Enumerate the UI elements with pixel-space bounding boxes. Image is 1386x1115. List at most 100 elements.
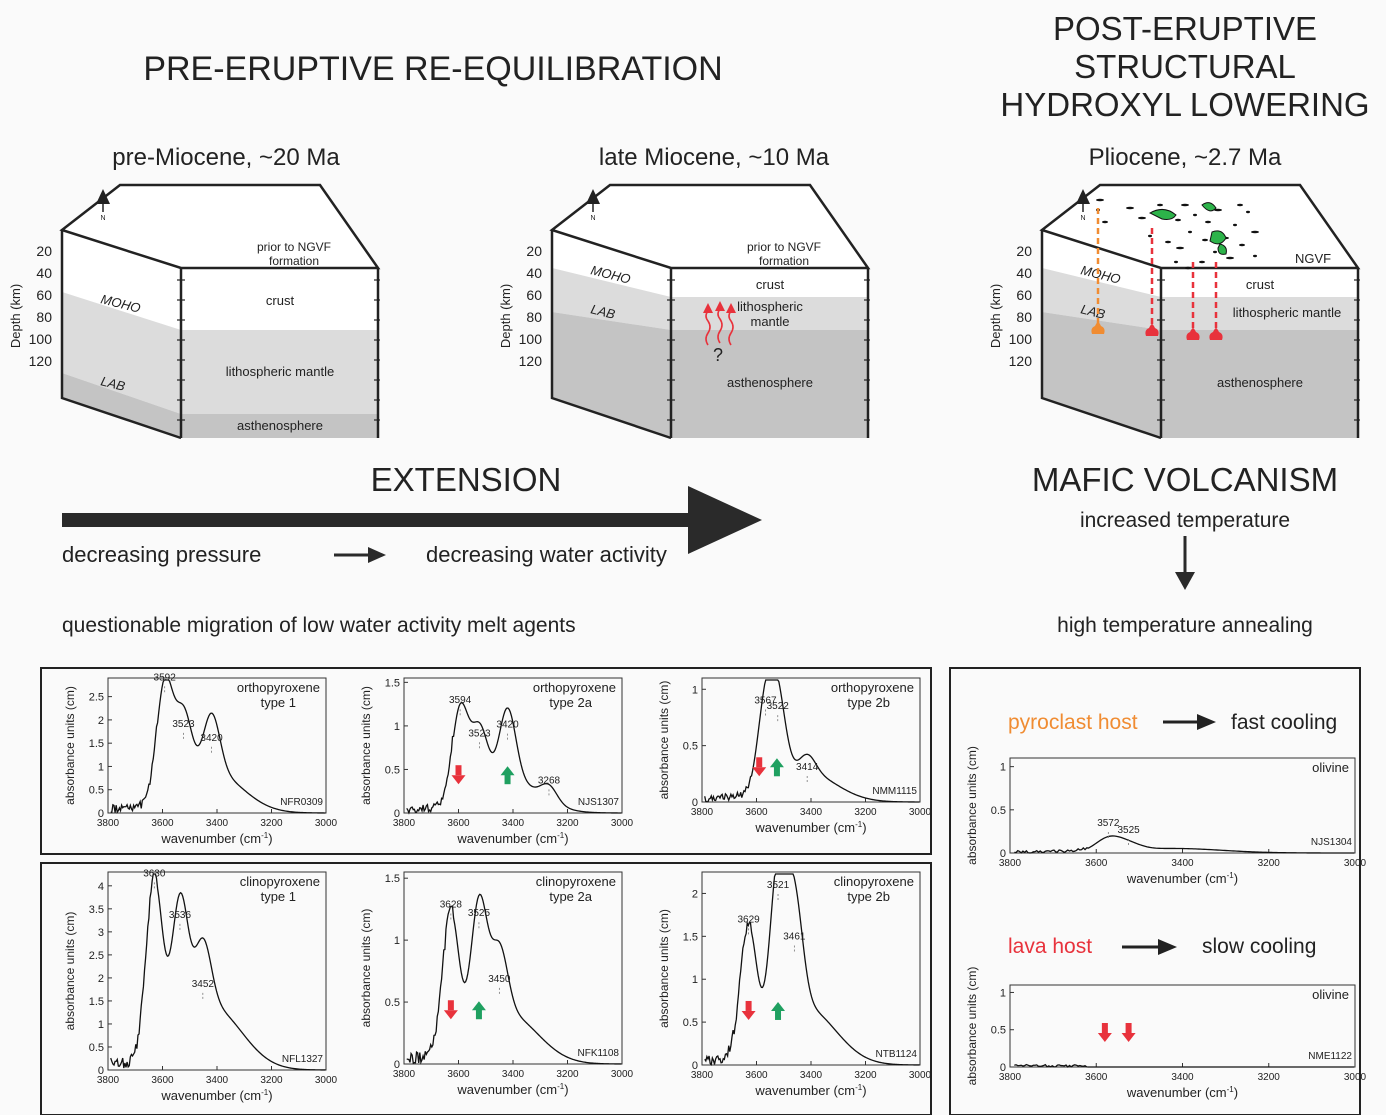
y-axis-label: absorbance units (cm) xyxy=(657,681,671,800)
decrease-arrow-head-icon xyxy=(741,1010,756,1020)
spectrum-line xyxy=(110,679,326,814)
x-tick-label: 3200 xyxy=(260,818,283,829)
lab-label: LAB xyxy=(589,301,617,322)
peak-label: 3461 xyxy=(783,931,806,942)
magma-source-icon xyxy=(1145,324,1159,336)
volcanic-vent xyxy=(1175,218,1181,222)
y-tick-label: 1 xyxy=(394,721,400,733)
melt-migration-arrow xyxy=(717,308,723,344)
depth-tick-label: 60 xyxy=(1016,287,1032,303)
fast-cooling-arrow-icon xyxy=(1163,714,1216,730)
volcanic-vent xyxy=(1176,246,1184,250)
y-tick-label: 2 xyxy=(98,973,104,985)
x-tick-label: 3400 xyxy=(206,1075,229,1086)
y-tick-label: 0.5 xyxy=(683,741,698,753)
olivine-panel-frame xyxy=(949,667,1361,1115)
peak-label: 3525 xyxy=(1117,825,1140,836)
litho-label-line2: mantle xyxy=(750,314,789,329)
left-edge xyxy=(550,230,672,440)
y-tick-label: 1 xyxy=(394,935,400,947)
x-tick-label: 3800 xyxy=(97,818,120,829)
spectrum-title: clinopyroxene xyxy=(240,874,320,889)
depth-tick-label: 20 xyxy=(36,243,52,259)
peak-label: 3420 xyxy=(200,733,223,744)
spectrum-title: orthopyroxene xyxy=(831,680,914,695)
slow-cooling-arrow-icon xyxy=(1122,939,1177,955)
depth-tick-label: 80 xyxy=(1016,309,1032,325)
spectrum-line xyxy=(110,873,326,1071)
spectrum-title: orthopyroxene xyxy=(533,680,616,695)
x-tick-label: 3600 xyxy=(745,1070,768,1081)
astheno-front-face xyxy=(181,414,378,438)
peak-label: 3525 xyxy=(468,908,491,919)
litho-left-face xyxy=(62,292,181,414)
sample-label: NFL1327 xyxy=(282,1054,324,1065)
peak-label: 3567 xyxy=(754,695,777,706)
y-tick-label: 0 xyxy=(98,1065,104,1077)
pressure-to-water-arrow-icon xyxy=(334,547,386,563)
spectrum-type: type 1 xyxy=(261,889,296,904)
x-tick-label: 3000 xyxy=(315,818,338,829)
volcanic-field-green xyxy=(1148,209,1177,220)
crust-label: crust xyxy=(1246,277,1275,292)
melt-migration-arrow xyxy=(705,310,711,346)
y-axis-label: absorbance units (cm) xyxy=(63,912,77,1031)
x-axis-label: wavenumber (cm-1) xyxy=(456,831,568,846)
y-tick-label: 1 xyxy=(1000,762,1006,774)
x-tick-label: 3000 xyxy=(611,1069,634,1080)
period-label-1: pre-Miocene, ~20 Ma xyxy=(112,144,340,171)
volcanic-vent xyxy=(1205,220,1211,224)
astheno-label: asthenosphere xyxy=(237,418,323,433)
question-mark: ? xyxy=(713,345,723,365)
volcanic-vent xyxy=(1096,198,1104,202)
volcanic-vent xyxy=(1237,203,1243,207)
spectrum-line xyxy=(704,679,920,803)
litho-left-face xyxy=(1042,268,1161,330)
decreasing-water-label: decreasing water activity xyxy=(426,542,667,567)
depth-tick-label: 80 xyxy=(526,309,542,325)
crust-label: crust xyxy=(756,277,785,292)
y-tick-label: 1.5 xyxy=(385,677,400,689)
x-tick-label: 3200 xyxy=(1258,858,1281,869)
x-tick-label: 3800 xyxy=(393,818,416,829)
volcanic-vent xyxy=(1188,230,1192,234)
y-tick-label: 0.5 xyxy=(89,785,104,797)
top-face xyxy=(59,183,381,270)
depth-tick-label: 40 xyxy=(526,265,542,281)
volcanic-vent xyxy=(1253,254,1257,258)
peak-label: 3414 xyxy=(796,762,819,773)
y-tick-label: 3 xyxy=(98,927,104,939)
north-arrow-icon xyxy=(586,189,600,204)
magma-source-icon xyxy=(1186,328,1200,340)
spectrum-type: type 2b xyxy=(847,695,890,710)
spectrum-title: olivine xyxy=(1312,987,1349,1002)
y-tick-label: 0.5 xyxy=(991,1025,1006,1037)
depth-tick-label: 100 xyxy=(519,331,543,347)
y-tick-label: 0 xyxy=(394,1059,400,1071)
sample-label: NMM1115 xyxy=(872,786,917,797)
lava-host-label: lava host xyxy=(1008,935,1092,958)
crust-label: crust xyxy=(266,293,295,308)
decrease-arrow-icon xyxy=(1101,1023,1108,1033)
increased-temperature-label: increased temperature xyxy=(1080,509,1290,532)
volcanic-vent xyxy=(1193,213,1197,217)
y-tick-label: 2 xyxy=(692,888,698,900)
peak-label: 3523 xyxy=(468,728,491,739)
title-pre-eruptive: PRE-ERUPTIVE RE-EQUILIBRATION xyxy=(143,50,722,88)
peak-label: 3452 xyxy=(192,979,215,990)
left-edge xyxy=(1040,230,1162,440)
depth-tick-label: 100 xyxy=(29,331,53,347)
y-tick-label: 4 xyxy=(98,881,104,893)
x-tick-label: 3200 xyxy=(556,818,579,829)
x-tick-label: 3000 xyxy=(611,818,634,829)
crust-left-face xyxy=(1042,230,1161,297)
x-axis-label: wavenumber (cm-1) xyxy=(1126,871,1238,886)
spectrum-type: type 2a xyxy=(549,889,592,904)
x-tick-label: 3200 xyxy=(854,1070,877,1081)
litho-front-face xyxy=(671,297,868,330)
